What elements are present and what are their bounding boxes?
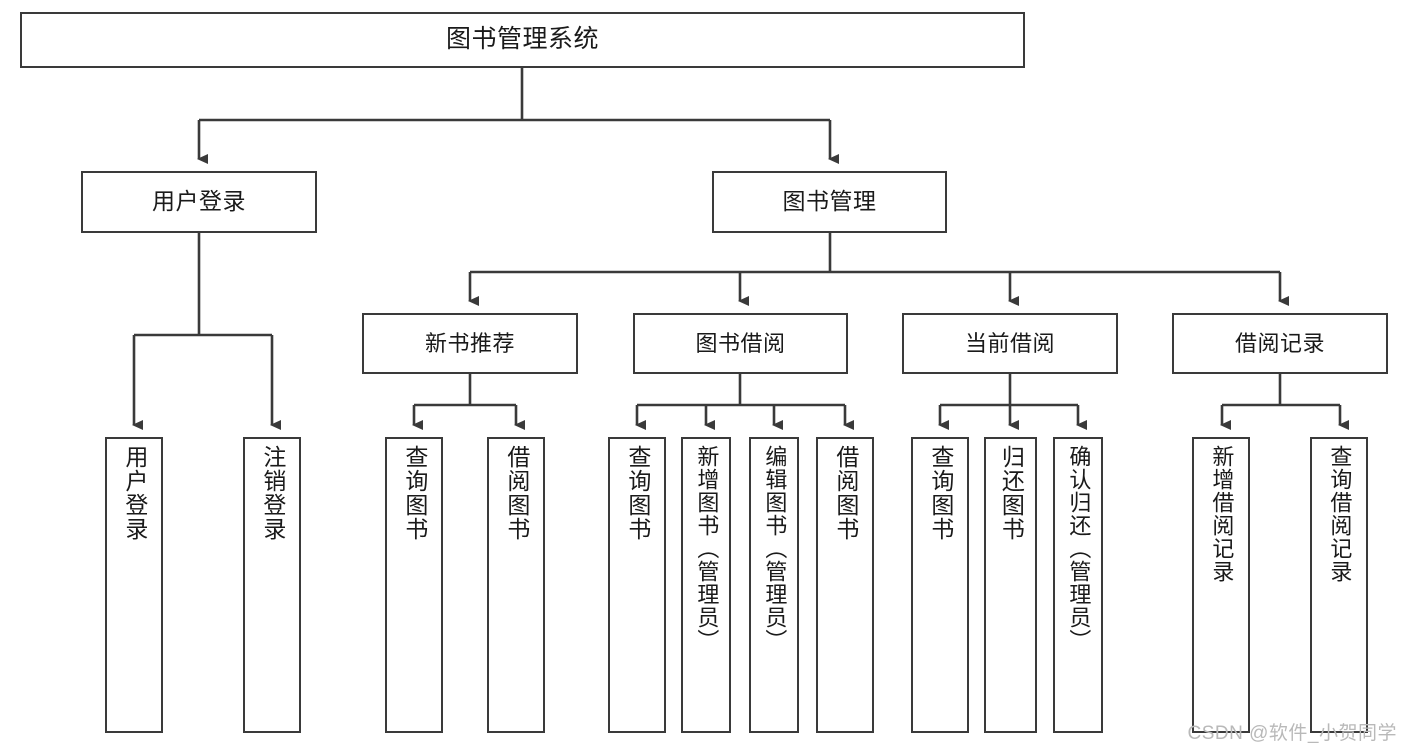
leaf-new-book-query[interactable]: 查询图书	[385, 437, 443, 733]
leaf-user-login-login[interactable]: 用户登录	[105, 437, 163, 733]
node-label: 新增图书（管理员）	[694, 445, 720, 652]
leaf-current-borrow-return[interactable]: 归还图书	[984, 437, 1037, 733]
node-book-management[interactable]: 图书管理	[712, 171, 947, 233]
leaf-borrow-record-query[interactable]: 查询借阅记录	[1310, 437, 1368, 733]
node-label: 查询图书	[401, 445, 428, 541]
node-label: 图书借阅	[695, 330, 786, 356]
node-user-login[interactable]: 用户登录	[81, 171, 317, 233]
node-book-borrow[interactable]: 图书借阅	[633, 313, 848, 374]
leaf-book-borrow-query[interactable]: 查询图书	[608, 437, 666, 733]
node-label: 图书管理系统	[445, 25, 599, 54]
leaf-borrow-record-add[interactable]: 新增借阅记录	[1192, 437, 1250, 733]
node-label: 新书推荐	[424, 330, 515, 356]
leaf-user-login-logout[interactable]: 注销登录	[243, 437, 301, 733]
node-new-book-recommend[interactable]: 新书推荐	[362, 313, 578, 374]
node-label: 借阅图书	[503, 445, 530, 541]
node-current-borrow[interactable]: 当前借阅	[902, 313, 1118, 374]
node-label: 注销登录	[259, 445, 286, 541]
node-label: 归还图书	[998, 445, 1025, 541]
node-label: 新增借阅记录	[1209, 445, 1235, 583]
node-root-system[interactable]: 图书管理系统	[20, 12, 1025, 68]
leaf-book-borrow-borrow[interactable]: 借阅图书	[816, 437, 874, 733]
node-label: 借阅图书	[832, 445, 859, 541]
leaf-book-borrow-add[interactable]: 新增图书（管理员）	[681, 437, 731, 733]
node-label: 编辑图书（管理员）	[762, 445, 788, 652]
leaf-new-book-borrow[interactable]: 借阅图书	[487, 437, 545, 733]
node-label: 借阅记录	[1234, 330, 1325, 356]
node-label: 当前借阅	[964, 330, 1055, 356]
node-label: 用户登录	[121, 445, 148, 541]
node-borrow-record[interactable]: 借阅记录	[1172, 313, 1388, 374]
node-label: 图书管理	[782, 188, 877, 215]
csdn-watermark: CSDN @软件_小贺同学	[1187, 723, 1397, 744]
leaf-book-borrow-edit[interactable]: 编辑图书（管理员）	[749, 437, 799, 733]
leaf-current-borrow-query[interactable]: 查询图书	[911, 437, 969, 733]
node-label: 用户登录	[152, 188, 246, 215]
node-label: 查询借阅记录	[1327, 445, 1353, 583]
node-label: 查询图书	[927, 445, 954, 541]
node-label: 确认归还（管理员）	[1066, 445, 1092, 652]
leaf-current-borrow-confirm[interactable]: 确认归还（管理员）	[1053, 437, 1103, 733]
node-label: 查询图书	[624, 445, 651, 541]
